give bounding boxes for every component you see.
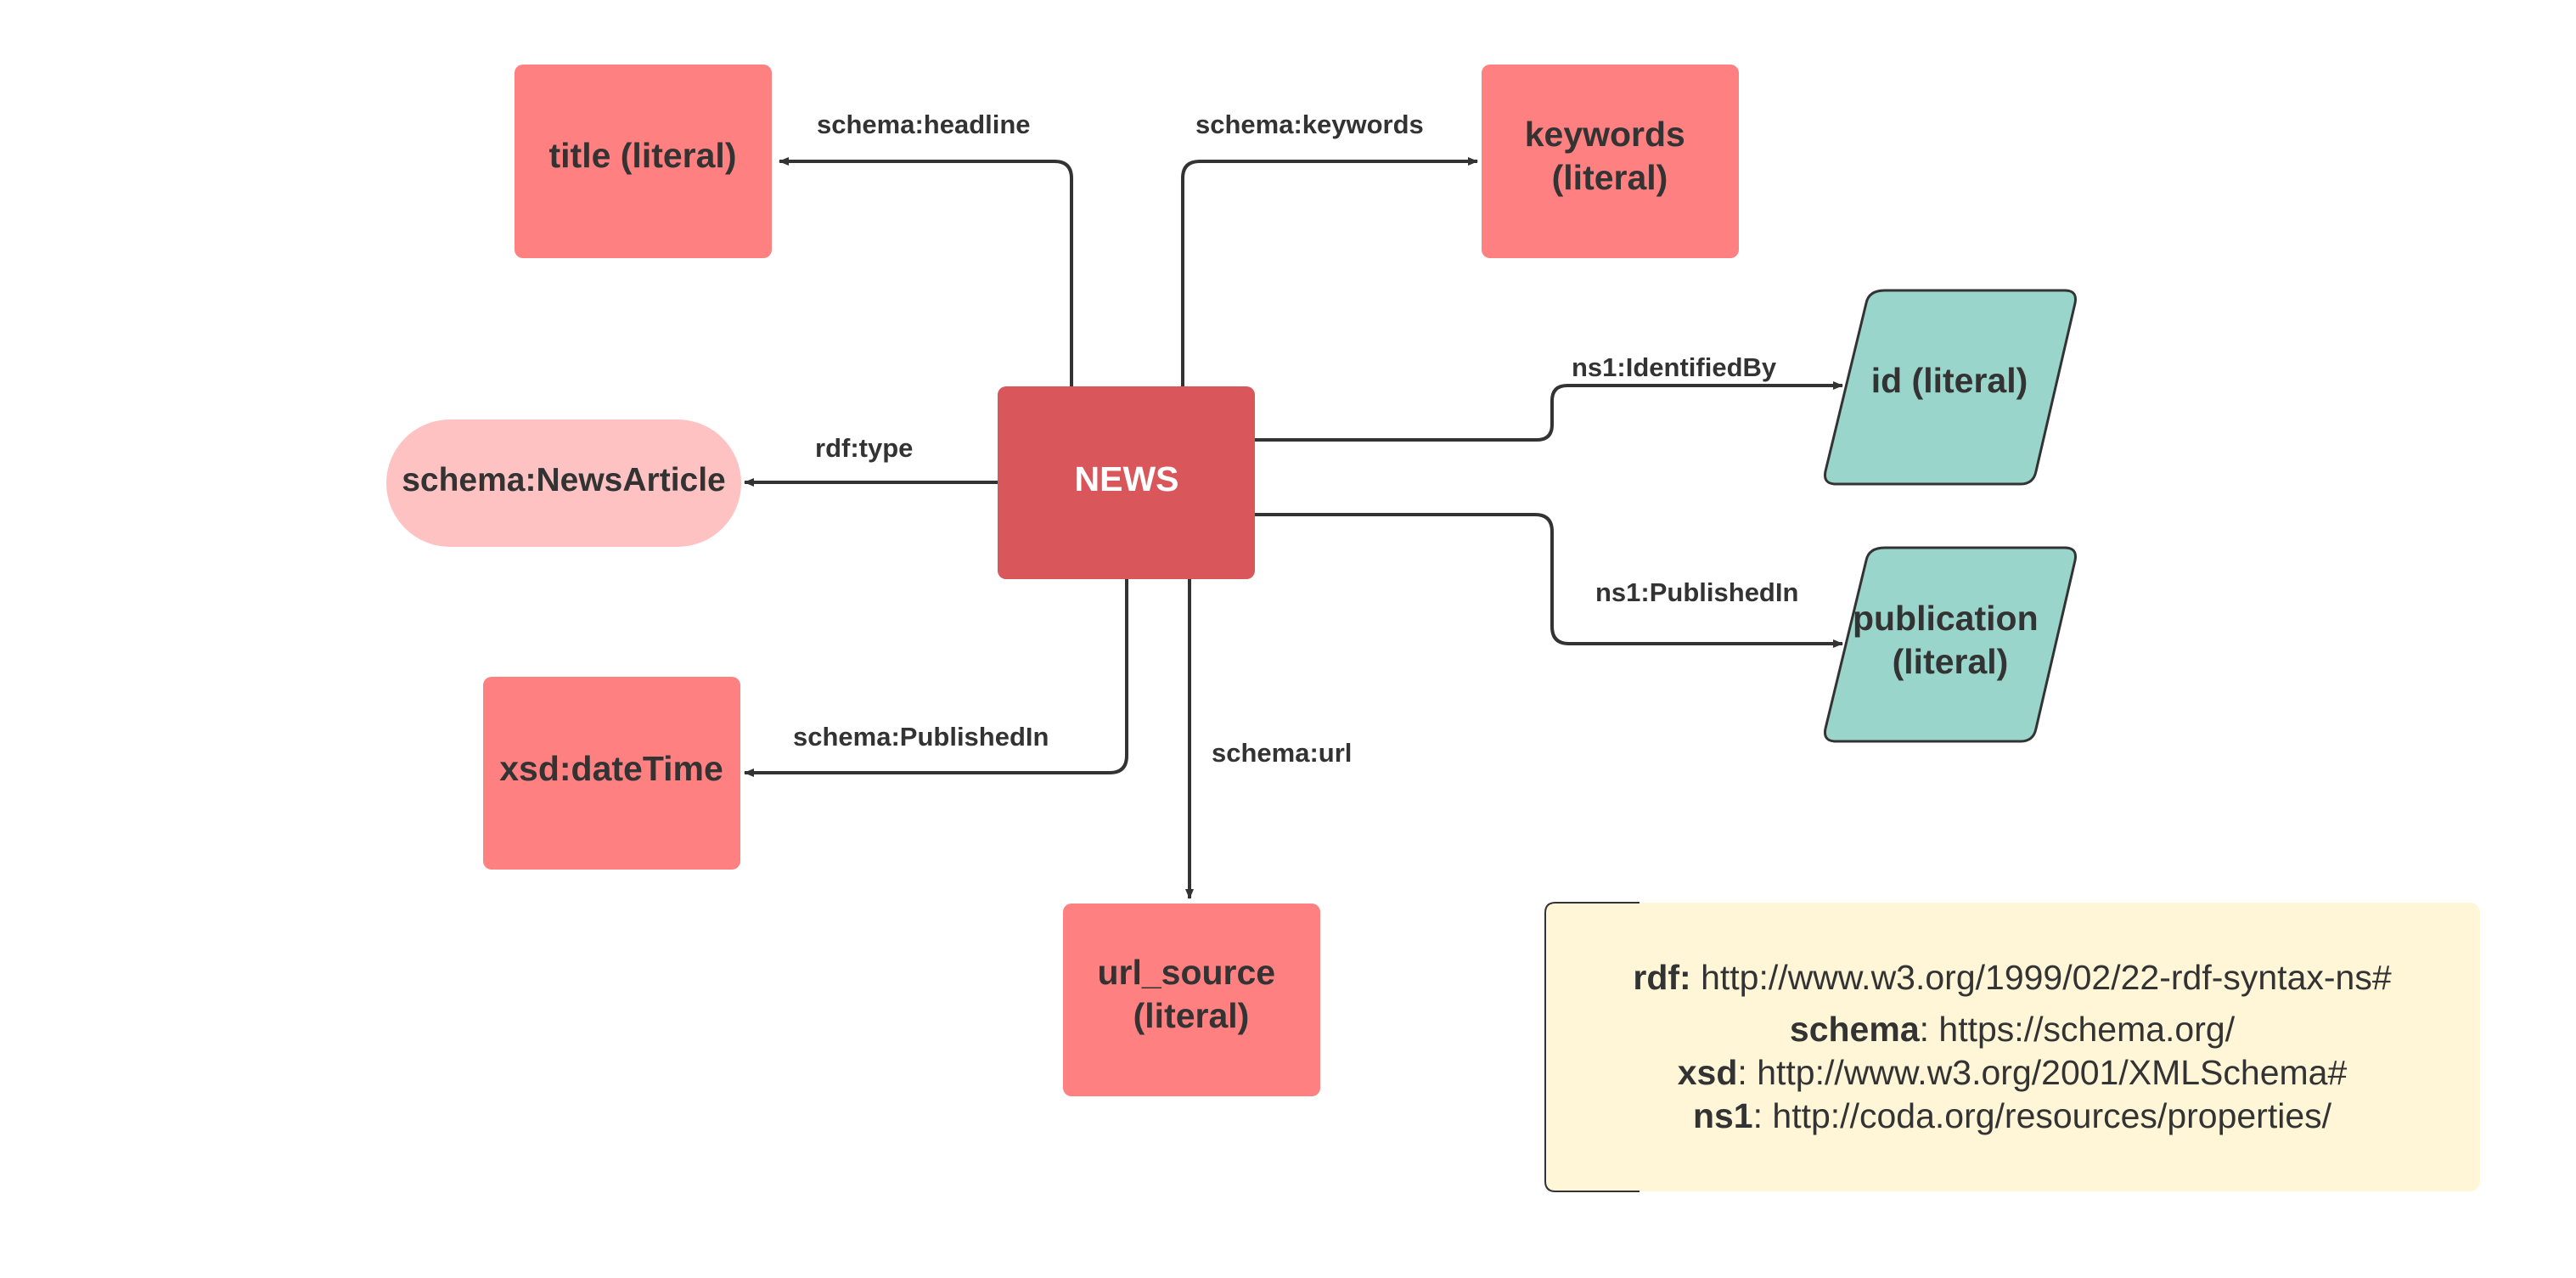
publication-node-line-1: publication xyxy=(1853,599,2039,638)
url-source-node-line-1: url_source xyxy=(1097,953,1275,992)
ns-uri-ns1: http://coda.org/resources/properties/ xyxy=(1772,1096,2331,1135)
edge-identified-by xyxy=(1255,381,1843,442)
ns-uri-schema: https://schema.org/ xyxy=(1938,1010,2235,1049)
news-article-node-label: schema:NewsArticle xyxy=(402,462,726,498)
date-time-node-label: xsd:dateTime xyxy=(499,749,723,788)
url-source-node-line-2: (literal) xyxy=(1133,996,1250,1035)
ns-line-schema: schema: https://schema.org/ xyxy=(1790,1010,2236,1049)
edge-headline xyxy=(779,157,1073,386)
title-node xyxy=(515,65,772,258)
publication-node-label: publication (literal) xyxy=(1853,599,2048,681)
ns-prefix-schema: schema xyxy=(1790,1010,1921,1049)
ns-prefix-rdf: rdf xyxy=(1633,958,1679,997)
edge-keywords xyxy=(1181,157,1478,386)
legend-bracket xyxy=(1544,902,1640,1192)
url-source-node xyxy=(1063,904,1320,1096)
keywords-node-line-1: keywords xyxy=(1525,115,1685,154)
edge-label-published-in-date: schema:PublishedIn xyxy=(793,722,1049,752)
ns-line-rdf: rdf: http://www.w3.org/1999/02/22-rdf-sy… xyxy=(1633,958,2391,997)
id-node xyxy=(1824,289,2077,486)
ns-line-ns1: ns1: http://coda.org/resources/propertie… xyxy=(1693,1096,2332,1135)
ns-uri-xsd: http://www.w3.org/2001/XMLSchema# xyxy=(1757,1053,2347,1092)
id-node-label: id (literal) xyxy=(1871,361,2028,400)
news-node-label: NEWS xyxy=(1075,459,1179,498)
namespace-legend xyxy=(1545,903,2480,1191)
edge-label-type: rdf:type xyxy=(815,433,913,463)
edge-label-published-in-pub: ns1:PublishedIn xyxy=(1595,577,1798,607)
title-node-line-1: title (literal) xyxy=(549,136,737,175)
ns-sep-ns1: : xyxy=(1753,1096,1773,1135)
ns-prefix-xsd: xsd xyxy=(1678,1053,1738,1092)
news-node xyxy=(998,386,1255,579)
keywords-node xyxy=(1482,65,1739,258)
ns-sep-schema: : xyxy=(1920,1010,1939,1049)
news-article-node xyxy=(386,419,741,547)
keywords-node-label: keywords (literal) xyxy=(1525,115,1696,197)
ns-line-xsd: xsd: http://www.w3.org/2001/XMLSchema# xyxy=(1678,1053,2348,1092)
edge-published-in-pub xyxy=(1255,513,1843,648)
title-node-label: title (literal) xyxy=(549,136,737,175)
publication-node xyxy=(1824,546,2077,743)
keywords-node-line-2: (literal) xyxy=(1552,158,1668,197)
edge-published-in-date xyxy=(744,579,1128,777)
date-time-node xyxy=(483,677,740,870)
ns-sep-rdf: : xyxy=(1679,958,1701,997)
url-source-node-label: url_source (literal) xyxy=(1097,953,1285,1035)
publication-node-line-2: (literal) xyxy=(1893,642,2009,681)
edge-label-keywords: schema:keywords xyxy=(1195,110,1424,139)
ns-uri-rdf: http://www.w3.org/1999/02/22-rdf-syntax-… xyxy=(1701,958,2392,997)
ns-sep-xsd: : xyxy=(1737,1053,1757,1092)
edge-label-headline: schema:headline xyxy=(817,110,1031,139)
edge-label-url: schema:url xyxy=(1212,738,1352,768)
ns-prefix-ns1: ns1 xyxy=(1693,1096,1753,1135)
edge-label-identified-by: ns1:IdentifiedBy xyxy=(1572,352,1777,382)
